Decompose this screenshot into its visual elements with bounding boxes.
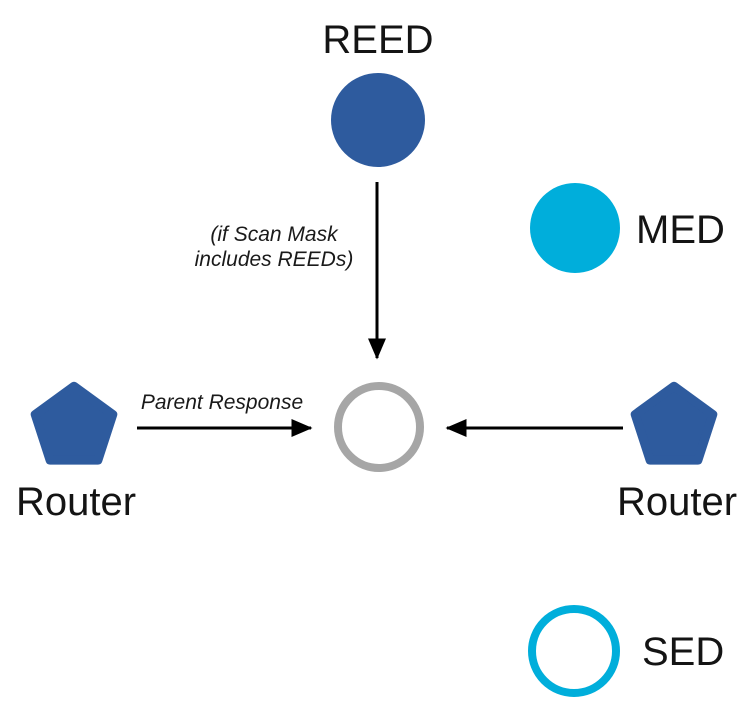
router-left-pentagon-icon (30, 381, 118, 465)
scan-mask-condition-line2: includes REEDs) (194, 248, 354, 271)
med-node-circle-icon (530, 183, 620, 273)
sed-node-label: SED (642, 630, 725, 674)
reed-node-label: REED (322, 18, 434, 62)
reed-node-circle-icon (331, 73, 425, 167)
router-left-node-label: Router (16, 480, 137, 524)
router-right-node-label: Router (617, 480, 738, 524)
parent-response-annotation: Parent Response (140, 391, 304, 414)
med-node-label: MED (636, 208, 725, 252)
scan-mask-condition-annotation: (if Scan Mask includes REEDs) (174, 222, 374, 272)
router-right-pentagon-icon (630, 381, 718, 465)
scan-mask-condition-line1: (if Scan Mask (210, 223, 338, 246)
sed-node-circle-icon (528, 605, 620, 697)
parent-node-circle-icon (334, 382, 424, 472)
